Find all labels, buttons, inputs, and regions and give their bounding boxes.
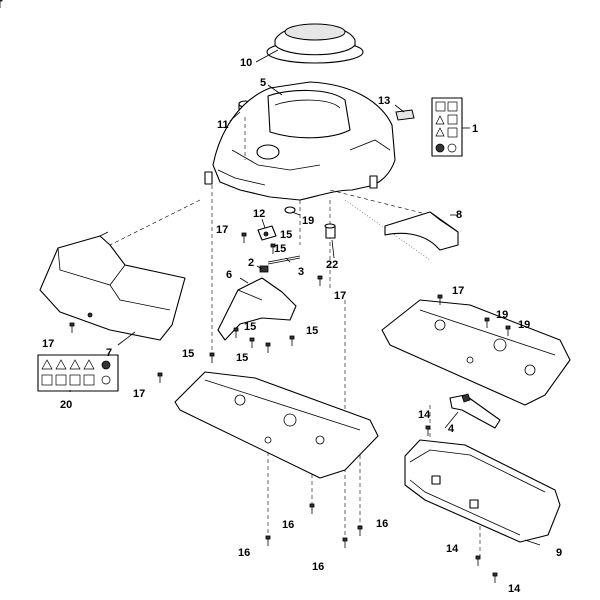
part-21-label-strip — [37, 354, 119, 392]
callout-3: 3 — [298, 266, 304, 278]
callout-labels: 10 5 11 13 1 8 12 19 17 15 15 2 3 22 6 1… — [42, 57, 562, 595]
callout-17-b: 17 — [334, 290, 346, 302]
part-4-lever — [449, 393, 501, 429]
frame-plate-left — [174, 371, 379, 479]
callout-19-b: 19 — [496, 309, 508, 321]
callout-14-b: 14 — [446, 543, 459, 555]
callout-11: 11 — [217, 119, 229, 131]
callout-2: 2 — [248, 257, 254, 269]
part-1-label-sheet — [431, 97, 463, 157]
leader-lines — [69, 49, 541, 546]
part-12-clip — [257, 225, 277, 241]
callout-7: 7 — [106, 347, 112, 359]
callout-16-b: 16 — [376, 518, 388, 530]
callout-15-e: 15 — [182, 348, 194, 360]
assembly-guide-lines — [109, 117, 481, 560]
callout-16-c: 16 — [238, 547, 250, 559]
callout-8: 8 — [456, 209, 462, 221]
callout-16-d: 16 — [312, 561, 324, 573]
callout-9: 9 — [556, 547, 562, 559]
callout-17-d: 17 — [133, 388, 145, 400]
part-10-lid — [266, 23, 364, 64]
part-13-decal — [395, 109, 415, 121]
frame-plate-right — [381, 299, 571, 406]
callout-13: 13 — [378, 95, 390, 107]
callout-15-c: 15 — [244, 321, 256, 333]
part-6-panel — [217, 277, 297, 341]
part-7-front-panel — [39, 231, 186, 341]
part-22-bushing — [324, 223, 336, 239]
part-9-tray — [404, 439, 561, 543]
part-2-bracket — [259, 265, 269, 273]
callout-6: 6 — [226, 269, 232, 281]
callout-17-c: 17 — [42, 338, 54, 350]
callout-20: 19 — [302, 215, 314, 227]
callout-5: 5 — [260, 77, 266, 89]
callout-1: 1 — [472, 123, 478, 135]
part-20-grommet — [284, 206, 296, 214]
callout-16-a: 16 — [282, 519, 294, 531]
callout-14-c: 14 — [508, 583, 521, 595]
part-3-rod — [267, 255, 301, 265]
part-5-hood — [204, 81, 396, 201]
callout-4: 4 — [448, 423, 455, 435]
callout-21: 20 — [60, 399, 72, 411]
callout-15-a: 15 — [280, 229, 292, 241]
callout-22: 22 — [326, 259, 338, 271]
part-8-cover — [384, 211, 459, 251]
callout-14-a: 14 — [418, 409, 431, 421]
callout-19-a: 17 — [452, 285, 464, 297]
callout-10: 10 — [240, 57, 252, 69]
callout-15-f: 15 — [236, 352, 248, 364]
callout-15-b: 15 — [274, 243, 286, 255]
callout-19-c: 19 — [518, 319, 530, 331]
callout-17-a: 17 — [216, 224, 228, 236]
callout-15-d: 15 — [306, 325, 318, 337]
callout-12: 12 — [253, 208, 265, 220]
fastener-screws — [0, 0, 511, 584]
